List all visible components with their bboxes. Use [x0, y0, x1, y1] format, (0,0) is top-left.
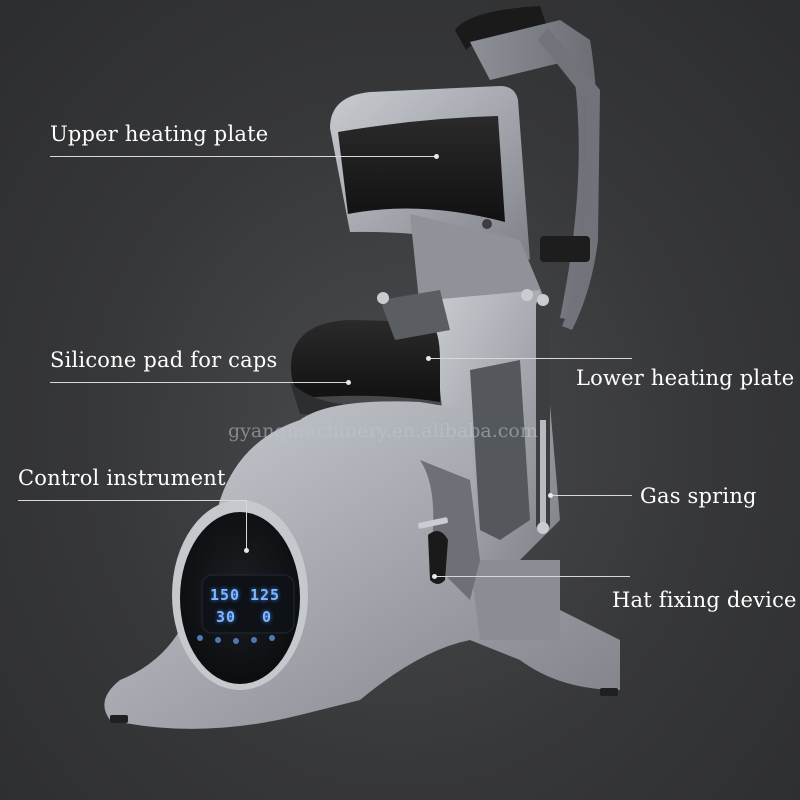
- leader-line-silicone-pad: [50, 382, 350, 383]
- upper-heating-plate: [338, 116, 505, 222]
- display-time-actual: 0: [262, 608, 273, 626]
- label-silicone-pad: Silicone pad for caps: [50, 348, 278, 372]
- display-time-set: 30: [216, 608, 237, 626]
- leader-dot: [346, 380, 351, 385]
- leader-line-control: [18, 500, 246, 501]
- display-temp-set: 150: [210, 586, 241, 604]
- lever-arm: [470, 20, 598, 320]
- leader-line-upper-plate: [50, 156, 438, 157]
- lower-heating-plate-bracket: [380, 290, 450, 340]
- label-lower-heating-plate: Lower heating plate: [576, 366, 795, 390]
- leader-dot: [426, 356, 431, 361]
- gas-spring: [536, 300, 550, 530]
- leader-dot: [432, 574, 437, 579]
- label-hat-fixing-device: Hat fixing device: [612, 588, 797, 612]
- label-upper-heating-plate: Upper heating plate: [50, 122, 269, 146]
- watermark: gyangmachinery.en.alibaba.com: [228, 420, 538, 442]
- label-control-instrument: Control instrument: [18, 466, 226, 490]
- leader-line-hat-fixing: [434, 576, 630, 577]
- leader-dot: [244, 548, 249, 553]
- leader-dot: [434, 154, 439, 159]
- leader-line-lower-plate: [428, 358, 632, 359]
- leader-line-gas-spring: [550, 495, 632, 496]
- leader-line-control-vertical: [246, 500, 247, 550]
- label-gas-spring: Gas spring: [640, 484, 757, 508]
- leader-dot: [548, 493, 553, 498]
- silicone-pad: [291, 320, 440, 402]
- hat-fixing-handle: [428, 531, 448, 584]
- lever-handle: [455, 6, 548, 50]
- display-temp-actual: 125: [250, 586, 281, 604]
